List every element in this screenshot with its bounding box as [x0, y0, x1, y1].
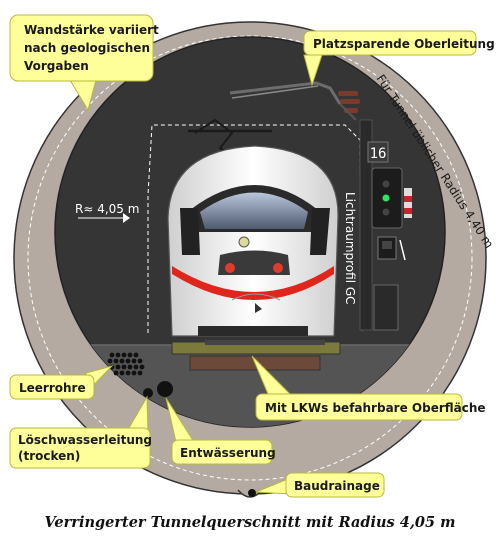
wall-thickness-line-2: nach geologischen: [24, 41, 150, 55]
callout-drainage: Entwässerung: [165, 397, 276, 465]
conduit-pipe: [125, 358, 131, 364]
drainage-pipe: [157, 381, 173, 397]
conduit-pipe: [113, 358, 119, 364]
clearance-profile-outline: [147, 124, 363, 334]
fire-water-line-2: (trocken): [18, 449, 80, 463]
signal-mast: 16: [359, 119, 412, 331]
svg-text:Löschwasserleitung (troc: Löschwasserleitung (trocken): [18, 433, 156, 463]
construction-drainage-label: Baudrainage: [294, 479, 380, 493]
conduit-pipe: [137, 358, 143, 364]
conduits-label: Leerrohre: [19, 381, 86, 395]
radius-inner-label: R≈ 4,05 m: [75, 202, 139, 216]
callout-conduits: Leerrohre: [9, 365, 114, 400]
conduit-pipe: [127, 352, 133, 358]
callout-construction-drainage: Baudrainage: [255, 472, 385, 498]
callout-wall-thickness: Wandstärke variiert nach geologischen Vo…: [9, 14, 163, 112]
construction-drain-pipe: [248, 489, 256, 497]
clearance-profile-label: Lichtraumprofil GC: [343, 192, 357, 305]
wall-thickness-line-3: Vorgaben: [24, 59, 89, 73]
callout-catenary: Platzsparende Oberleitung: [303, 30, 495, 87]
conduit-pipe: [121, 364, 127, 370]
conduit-pipe: [133, 352, 139, 358]
conduit-pipe: [133, 364, 139, 370]
conduit-pipe: [137, 370, 143, 376]
conduit-pipe: [127, 364, 133, 370]
conduit-bundle: [107, 352, 145, 376]
ice-train-front: [167, 145, 339, 337]
fire-water-pipe: [143, 388, 153, 398]
conduit-pipe: [119, 370, 125, 376]
catenary-label: Platzsparende Oberleitung: [313, 37, 495, 51]
diagram-caption: Verringerter Tunnelquerschnitt mit Radiu…: [44, 514, 456, 531]
callout-truck-surface: Mit LKWs befahrbare Oberfläche: [251, 355, 486, 421]
signal-light-icon: [371, 167, 412, 229]
conduit-pipe: [109, 364, 115, 370]
conduit-pipe: [115, 364, 121, 370]
radius-annotation: R≈ 4,05 m: [75, 202, 139, 223]
truck-surface-label: Mit LKWs befahrbare Oberfläche: [265, 401, 486, 415]
svg-text:Wandstärke variiert nach: Wandstärke variiert nach geologischen Vo…: [24, 23, 163, 73]
tunnel-cross-section-diagram: 16: [9, 14, 496, 498]
drainage-label: Entwässerung: [180, 446, 276, 460]
conduit-pipe: [119, 358, 125, 364]
conduit-pipe: [107, 358, 113, 364]
signal-number: 16: [370, 146, 387, 162]
conduit-pipe: [115, 352, 121, 358]
fire-water-line-1: Löschwasserleitung: [18, 433, 152, 447]
conduit-pipe: [109, 352, 115, 358]
wall-thickness-line-1: Wandstärke variiert: [24, 23, 159, 37]
conduit-pipe: [131, 370, 137, 376]
conduit-pipe: [121, 352, 127, 358]
callout-fire-water: Löschwasserleitung (trocken): [9, 395, 156, 469]
conduit-pipe: [139, 364, 145, 370]
conduit-pipe: [131, 358, 137, 364]
conduit-pipe: [125, 370, 131, 376]
conduit-pipe: [113, 370, 119, 376]
